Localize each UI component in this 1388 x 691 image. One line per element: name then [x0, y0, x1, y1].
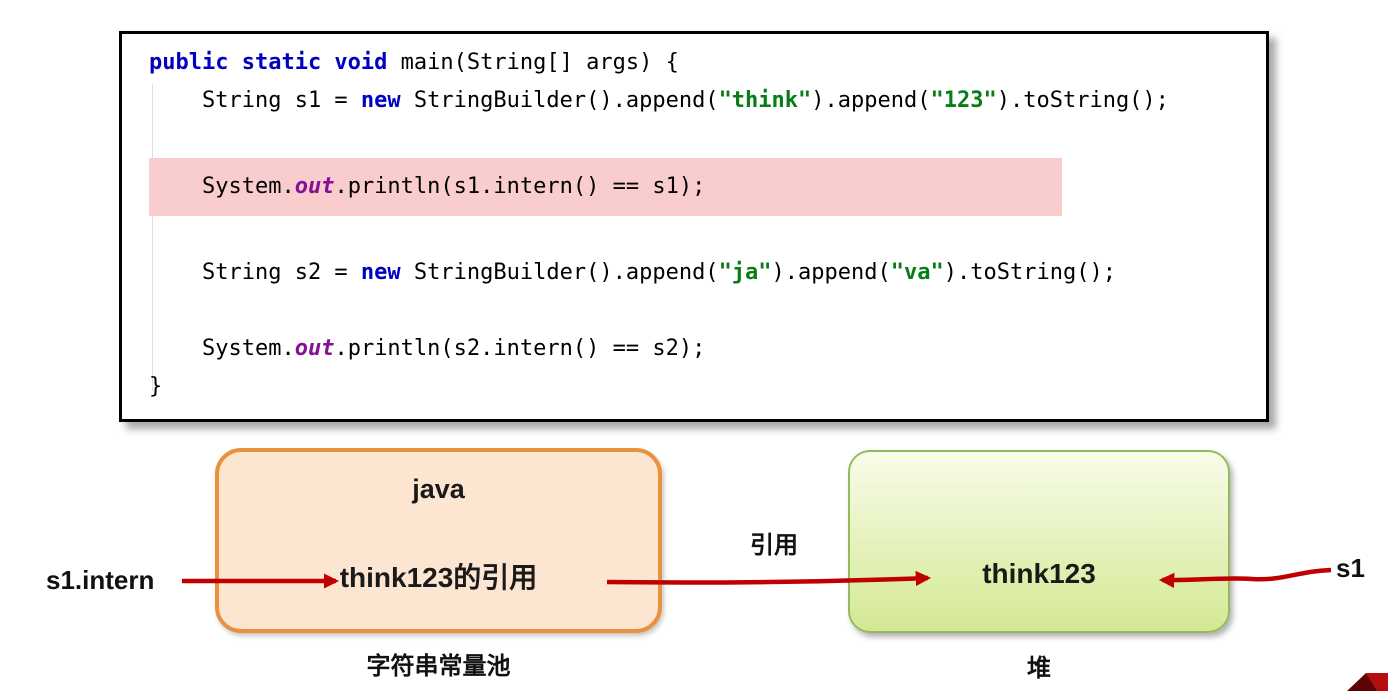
- code-line: [122, 292, 1266, 330]
- code-token: ).toString();: [943, 260, 1116, 285]
- code-token: new: [360, 88, 401, 113]
- string-pool-box: java think123的引用: [215, 448, 662, 633]
- code-token: String s1 =: [149, 88, 361, 113]
- corner-ribbon: [1366, 673, 1388, 691]
- code-token: "think": [718, 88, 812, 113]
- code-token: StringBuilder().append(: [400, 260, 719, 285]
- code-token: ).append(: [771, 260, 891, 285]
- code-line: public static void main(String[] args) {: [122, 44, 1266, 82]
- heap-caption: 堆: [1027, 655, 1051, 682]
- pool-title: java: [412, 474, 465, 504]
- indent-guide: [152, 84, 153, 391]
- pool-caption: 字符串常量池: [366, 653, 511, 680]
- code-token: "ja": [718, 260, 772, 285]
- code-token: .println(s2.intern() == s2);: [334, 336, 706, 361]
- code-token: ).toString();: [996, 88, 1169, 113]
- code-token: main(String[] args) {: [387, 50, 679, 75]
- label-s1: s1: [1336, 553, 1365, 583]
- code-line-highlighted: System.out.println(s1.intern() == s1);: [149, 158, 1062, 216]
- code-token: ).append(: [811, 88, 931, 113]
- code-token: System.: [149, 336, 295, 361]
- label-reference: 引用: [750, 532, 798, 559]
- heap-value: think123: [982, 558, 1096, 589]
- code-token: .println(s1.intern() == s1);: [334, 174, 706, 199]
- code-token: public static void: [149, 50, 388, 75]
- code-token: }: [149, 374, 163, 399]
- code-line: }: [122, 368, 1266, 406]
- code-token: out: [294, 336, 335, 361]
- heap-box: think123: [848, 450, 1230, 633]
- code-token: "123": [930, 88, 997, 113]
- code-panel: public static void main(String[] args) {…: [119, 31, 1269, 422]
- code-token: out: [294, 174, 335, 199]
- code-token: new: [360, 260, 401, 285]
- corner-ribbon-fold: [1347, 673, 1377, 691]
- code-line: String s2 = new StringBuilder().append("…: [122, 254, 1266, 292]
- code-line: System.out.println(s2.intern() == s2);: [122, 330, 1266, 368]
- code-line: [122, 120, 1266, 158]
- code-line: String s1 = new StringBuilder().append("…: [122, 82, 1266, 120]
- code-token: "va": [890, 260, 944, 285]
- label-s1-intern: s1.intern: [46, 565, 155, 595]
- code-token: String s2 =: [149, 260, 361, 285]
- pool-value: think123的引用: [339, 562, 538, 593]
- code-token: StringBuilder().append(: [400, 88, 719, 113]
- code-line: [122, 216, 1266, 254]
- code-token: System.: [149, 174, 295, 199]
- code-lines: public static void main(String[] args) {…: [122, 44, 1266, 406]
